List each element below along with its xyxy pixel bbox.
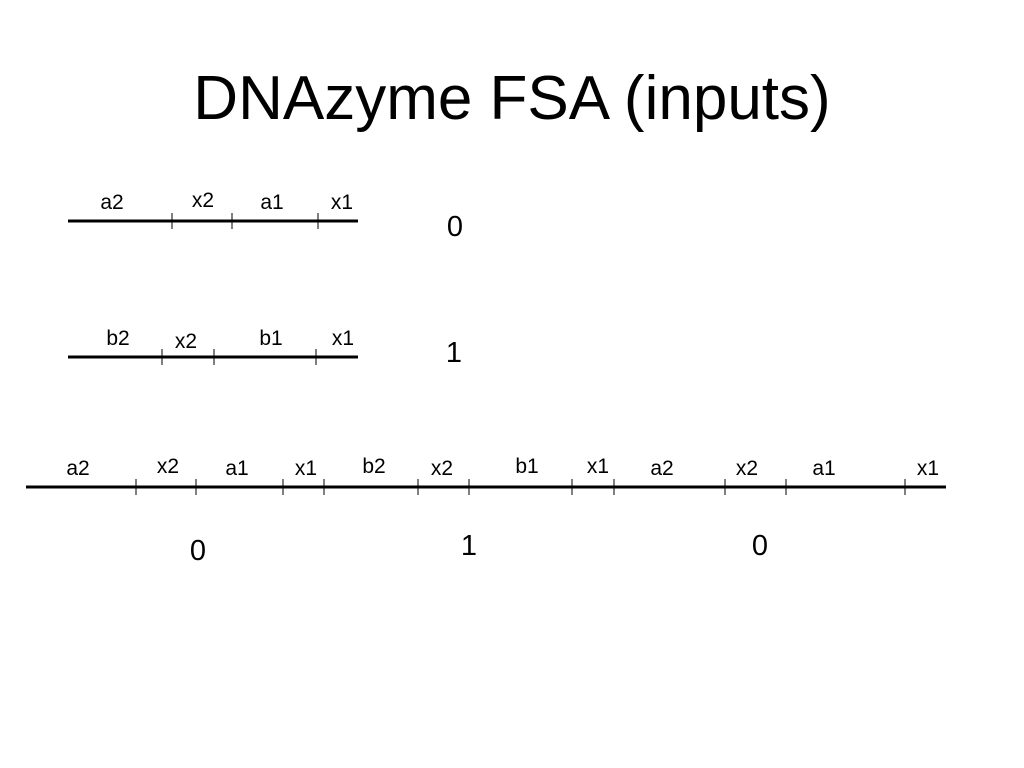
segment-label: a2 xyxy=(66,457,89,480)
segment-label: b2 xyxy=(106,327,129,350)
input-value: 0 xyxy=(447,211,463,243)
strand-input-0: a2 x2 a1 x1 0 xyxy=(68,189,463,243)
segment-label: a2 xyxy=(100,191,123,214)
input-value: 0 xyxy=(190,535,206,567)
segment-label: x2 xyxy=(157,455,179,478)
slide-title: DNAzyme FSA (inputs) xyxy=(193,64,831,133)
segment-label: x1 xyxy=(587,455,609,478)
strand-input-1: b2 x2 b1 x1 1 xyxy=(68,327,462,369)
segment-label: x2 xyxy=(175,330,197,353)
segment-label: x1 xyxy=(331,191,353,214)
segment-label: x1 xyxy=(295,457,317,480)
strand-input-sequence: a2 x2 a1 x1 b2 x2 b1 x1 a2 x2 a1 x1 0 1 … xyxy=(26,455,946,567)
segment-label: a2 xyxy=(650,457,673,480)
segment-label: x2 xyxy=(192,189,214,212)
segment-label: a1 xyxy=(812,457,835,480)
segment-label: a1 xyxy=(260,191,283,214)
segment-label: b2 xyxy=(362,455,385,478)
input-value: 1 xyxy=(461,530,477,562)
segment-label: a1 xyxy=(225,457,248,480)
segment-label: x2 xyxy=(431,457,453,480)
input-value: 0 xyxy=(752,530,768,562)
segment-label: x2 xyxy=(736,457,758,480)
segment-label: x1 xyxy=(332,327,354,350)
input-value: 1 xyxy=(446,337,462,369)
segment-label: b1 xyxy=(515,455,538,478)
segment-label: x1 xyxy=(917,457,939,480)
segment-label: b1 xyxy=(259,327,282,350)
